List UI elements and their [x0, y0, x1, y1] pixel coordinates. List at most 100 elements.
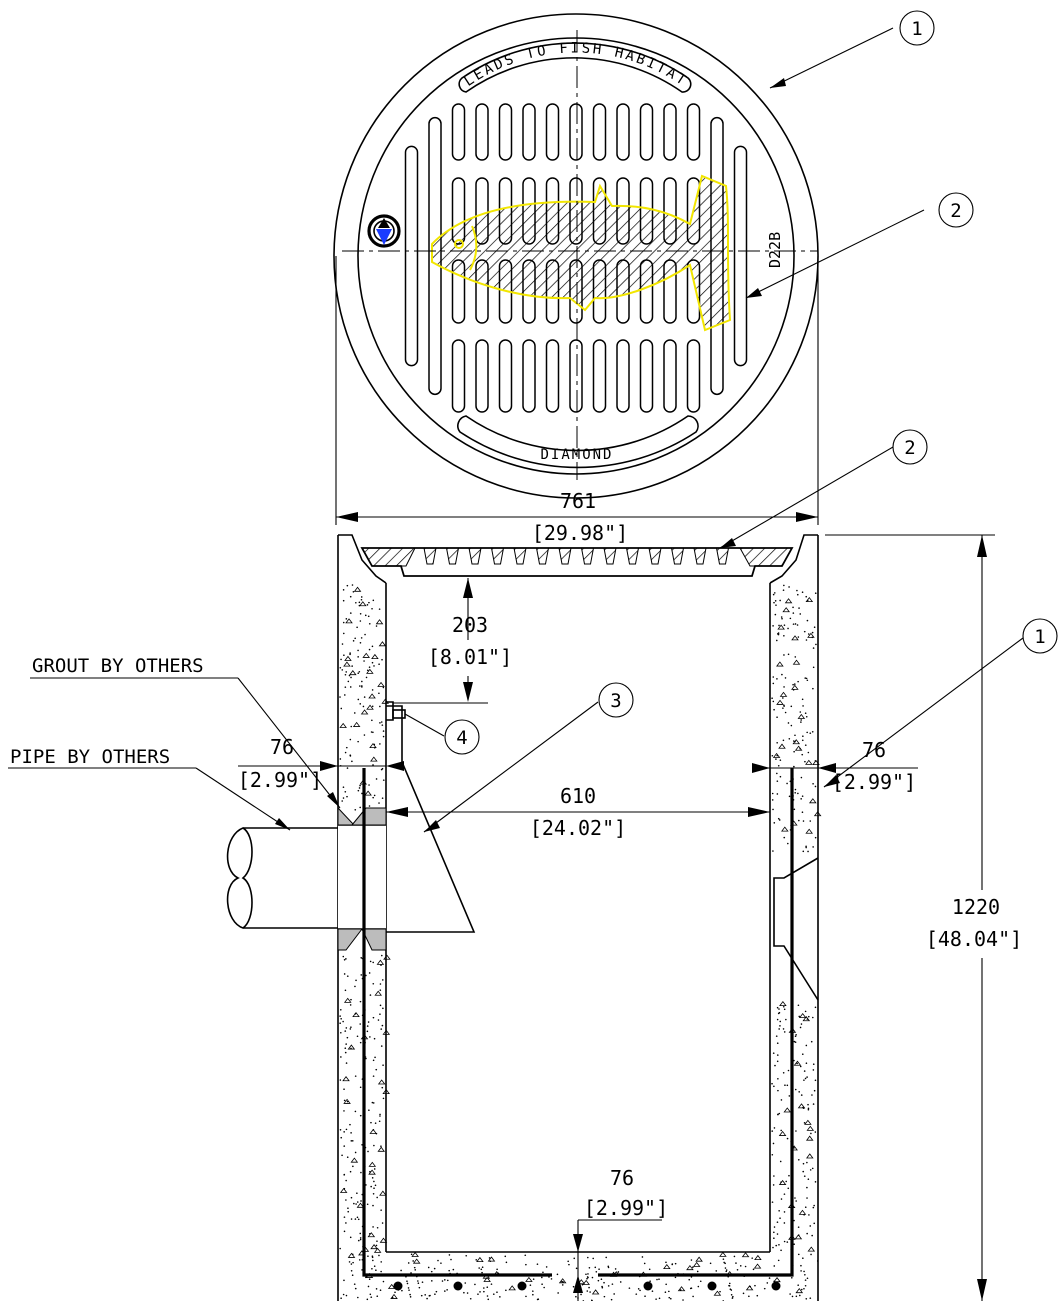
concrete-dot	[375, 1244, 378, 1247]
concrete-dot	[344, 686, 347, 688]
concrete-dot	[798, 607, 800, 609]
concrete-dot	[786, 782, 788, 785]
concrete-dot	[719, 1290, 721, 1293]
concrete-dot	[371, 719, 373, 722]
fish-graphic	[431, 174, 732, 332]
grate-slot	[686, 339, 701, 413]
concrete-dot	[562, 1281, 564, 1283]
concrete-dot	[644, 1295, 646, 1298]
concrete-dot	[371, 1256, 374, 1259]
grate-bar	[535, 547, 550, 565]
concrete-dot	[368, 784, 370, 786]
concrete-dot	[800, 798, 802, 800]
concrete-dot	[799, 1026, 802, 1029]
concrete-dot	[725, 1270, 728, 1273]
concrete-dot	[545, 1266, 548, 1268]
concrete-dot	[481, 1266, 484, 1268]
concrete-dot	[354, 1151, 357, 1154]
concrete-dot	[811, 1016, 814, 1019]
concrete-dot	[804, 760, 806, 763]
concrete-dot	[794, 788, 797, 791]
dim-1220-in: [48.04"]	[926, 927, 1022, 951]
concrete-dot	[814, 592, 817, 595]
concrete-dot	[773, 1175, 775, 1177]
concrete-dot	[343, 1216, 346, 1218]
concrete-dot	[431, 1280, 433, 1282]
concrete-dot	[354, 1075, 357, 1077]
concrete-dot	[372, 599, 375, 602]
concrete-dot	[340, 1031, 342, 1034]
aggregate-mark	[663, 1263, 671, 1270]
concrete-dot	[350, 1196, 353, 1199]
concrete-dot	[595, 1270, 598, 1273]
concrete-dot	[359, 1041, 362, 1044]
concrete-dot	[378, 802, 380, 804]
concrete-dot	[381, 1086, 384, 1089]
concrete-dot	[787, 653, 790, 656]
concrete-dot	[401, 1289, 403, 1292]
concrete-dot	[543, 1286, 545, 1289]
concrete-dot	[781, 617, 783, 620]
concrete-dot	[788, 1095, 791, 1097]
concrete-dot	[783, 1222, 786, 1224]
concrete-dot	[587, 1256, 589, 1259]
concrete-dot	[428, 1294, 431, 1297]
aggregate-mark	[778, 1130, 787, 1136]
concrete-dot	[525, 1263, 527, 1266]
aggregate-mark	[476, 1256, 484, 1262]
aggregate-mark	[352, 721, 361, 727]
concrete-dot	[791, 1276, 793, 1279]
grout-bottom	[337, 928, 364, 951]
concrete-dot	[351, 1274, 354, 1277]
aggregate-mark	[508, 1285, 516, 1291]
concrete-dot	[367, 1150, 369, 1153]
aggregate-mark	[781, 826, 789, 832]
concrete-dot	[446, 1279, 449, 1282]
concrete-dot	[381, 797, 384, 799]
concrete-dot	[339, 1129, 342, 1131]
grate-slot	[592, 339, 607, 413]
concrete-dot	[814, 1181, 817, 1183]
concrete-dot	[781, 673, 783, 676]
concrete-dot	[735, 1262, 737, 1264]
concrete-dot	[692, 1266, 694, 1268]
concrete-dot	[367, 1021, 370, 1023]
concrete-dot	[812, 846, 814, 848]
concrete-dot	[692, 1295, 694, 1298]
concrete-dot	[359, 1232, 362, 1235]
grate-slot	[616, 339, 630, 413]
pipe	[226, 827, 338, 929]
concrete-dot	[360, 974, 363, 976]
aggregate-mark	[366, 668, 374, 674]
concrete-dot	[354, 637, 356, 640]
concrete-dot	[783, 584, 785, 587]
concrete-dot	[364, 633, 366, 636]
concrete-dot	[479, 1291, 481, 1293]
concrete-dot	[813, 626, 816, 629]
aggregate-mark	[345, 618, 353, 624]
concrete-dot	[773, 1265, 776, 1267]
concrete-dot	[363, 734, 366, 736]
concrete-dot	[772, 808, 774, 811]
concrete-dot	[786, 1241, 789, 1243]
concrete-dot	[800, 1023, 803, 1025]
concrete-dot	[805, 1062, 808, 1065]
concrete-dot	[796, 589, 798, 592]
concrete-dot	[772, 1142, 775, 1145]
aggregate-mark	[483, 1276, 491, 1282]
concrete-dot	[373, 743, 376, 746]
concrete-dot	[801, 739, 804, 742]
aggregate-mark	[797, 1103, 806, 1109]
concrete-dot	[348, 1261, 351, 1263]
fish-outline	[431, 174, 732, 332]
concrete-dot	[340, 1297, 342, 1300]
concrete-dot	[800, 1264, 802, 1267]
concrete-dot	[793, 1219, 795, 1222]
concrete-dot	[369, 1293, 372, 1296]
concrete-dot	[776, 780, 779, 782]
aggregate-mark	[379, 1237, 388, 1243]
grate-slot	[733, 145, 748, 367]
aggregate-mark	[792, 659, 801, 665]
concrete-dot	[777, 817, 780, 820]
concrete-dot	[359, 685, 361, 687]
